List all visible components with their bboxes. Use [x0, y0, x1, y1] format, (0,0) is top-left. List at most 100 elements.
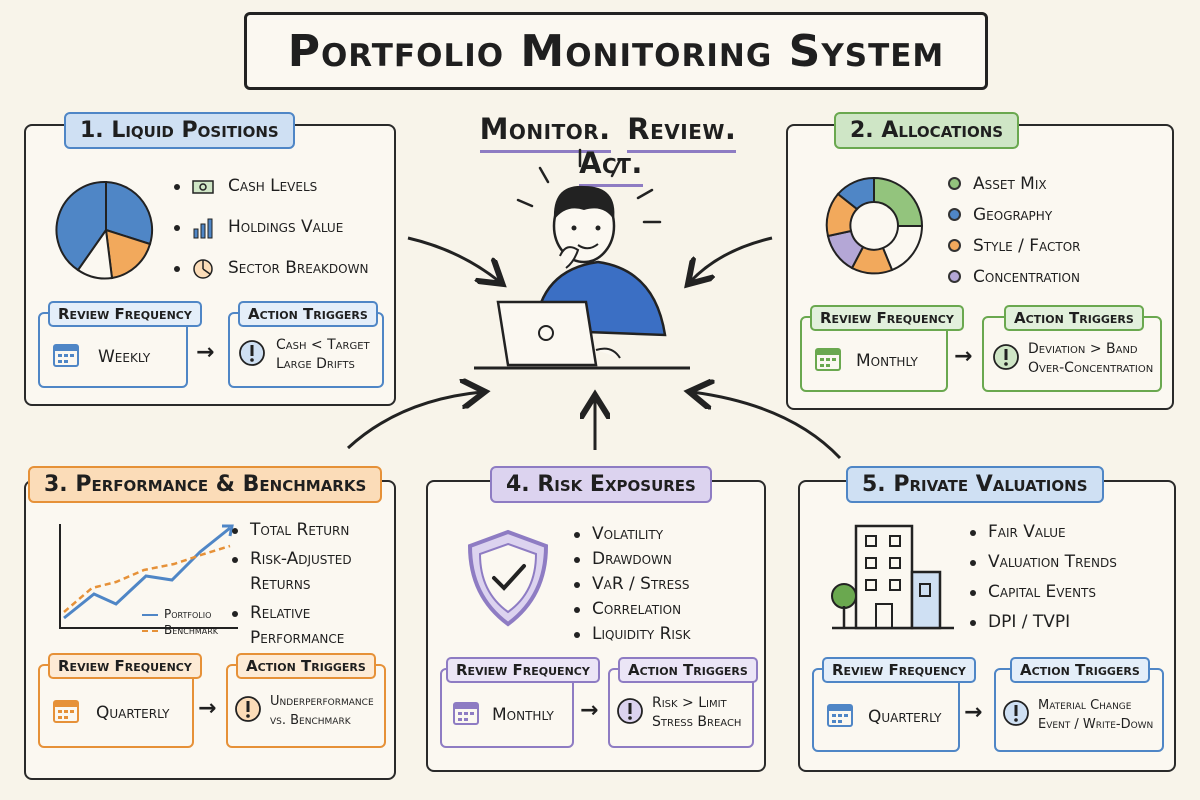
chart-legend: Portfolio Benchmark: [142, 606, 218, 638]
panel-risk-exposures: 4. Risk Exposures Volatility Drawdown Va…: [426, 466, 766, 772]
review-frequency-value: Monthly: [492, 704, 554, 725]
legend-benchmark: Benchmark: [142, 622, 218, 638]
list-item: Holdings Value: [174, 215, 368, 240]
list-item: Capital Events: [970, 580, 1117, 605]
trigger-item: Material Change: [1038, 698, 1132, 713]
review-frequency-label: Review Frequency: [48, 653, 202, 679]
shield-check-icon: [467, 529, 549, 627]
action-triggers-card: Action Triggers Risk > Limit Stress Brea…: [608, 657, 758, 748]
trigger-item: Event / Write-Down: [1038, 717, 1154, 732]
list-item: DPI / TVPI: [970, 610, 1117, 635]
review-frequency-label: Review Frequency: [446, 657, 600, 683]
arrow-from-allocations: [690, 236, 773, 282]
review-frequency-card: Review Frequency Weekly: [38, 301, 202, 388]
review-frequency-value: Monthly: [856, 350, 918, 371]
trigger-item: Over-Concentration: [1028, 360, 1154, 376]
review-frequency-value: Quarterly: [96, 702, 170, 723]
bar-chart-icon: [192, 217, 214, 239]
calendar-icon: [52, 340, 80, 373]
list-item: Geography: [948, 203, 1081, 228]
list-item: Sector Breakdown: [174, 256, 368, 281]
tab-liquid-positions: 1. Liquid Positions: [64, 112, 295, 149]
arrow-right-icon: →: [580, 698, 599, 723]
list-item: Valuation Trends: [970, 550, 1117, 575]
list-item: Cash Levels: [174, 174, 368, 199]
action-triggers-card: Action Triggers Deviation > Band Over-Co…: [982, 305, 1162, 392]
panel-private-valuations: 5. Private Valuations Fair Value Valuati…: [798, 466, 1176, 772]
calendar-icon: [452, 698, 480, 731]
trigger-item: Risk > Limit: [652, 695, 727, 711]
title-box: Portfolio Monitoring System: [244, 12, 988, 90]
risk-bullets: Volatility Drawdown VaR / Stress Correla…: [574, 522, 690, 647]
list-item: Concentration: [948, 265, 1081, 290]
review-frequency-value: Weekly: [98, 346, 151, 367]
alert-icon: [616, 697, 644, 730]
action-triggers-label: Action Triggers: [236, 653, 376, 679]
review-frequency-value: Quarterly: [868, 706, 942, 727]
list-item: Fair Value: [970, 520, 1117, 545]
action-triggers-label: Action Triggers: [1004, 305, 1144, 331]
arrow-right-icon: →: [954, 344, 973, 369]
panel-liquid-positions: 1. Liquid Positions Cash Levels Holdings…: [24, 112, 396, 406]
calendar-icon: [52, 696, 80, 729]
review-frequency-label: Review Frequency: [810, 305, 964, 331]
trigger-item: Cash < Target: [276, 337, 370, 353]
review-frequency-label: Review Frequency: [822, 657, 976, 683]
arrow-right-icon: →: [964, 700, 983, 725]
tagline: Monitor. Review. Act.: [448, 112, 768, 187]
tagline-act: Act.: [579, 146, 643, 187]
trigger-item: Underperformance: [270, 694, 374, 709]
action-triggers-card: Action Triggers Material Change Event / …: [994, 657, 1164, 752]
alert-icon: [992, 343, 1020, 376]
list-item: Liquidity Risk: [574, 622, 690, 647]
panel-allocations: 2. Allocations Asset Mix Geography Style…: [786, 112, 1174, 410]
tab-performance-benchmarks: 3. Performance & Benchmarks: [28, 466, 383, 503]
review-frequency-label: Review Frequency: [48, 301, 202, 327]
action-triggers-card: Action Triggers Underperformance vs. Ben…: [226, 653, 386, 748]
alert-icon: [238, 339, 266, 372]
liquid-bullets: Cash Levels Holdings Value Sector Breakd…: [174, 174, 368, 281]
arrow-right-icon: →: [198, 696, 217, 721]
list-item: Volatility: [574, 522, 690, 547]
list-item: Total Return: [232, 518, 352, 543]
donut-chart-icon: [825, 176, 924, 275]
pie-chart-icon: [55, 180, 154, 280]
tab-allocations: 2. Allocations: [834, 112, 1020, 149]
trigger-item: Deviation > Band: [1028, 341, 1138, 357]
action-triggers-card: Action Triggers Cash < Target Large Drif…: [228, 301, 384, 388]
action-triggers-label: Action Triggers: [1010, 657, 1150, 683]
arrow-right-icon: →: [196, 340, 215, 365]
tab-private-valuations: 5. Private Valuations: [846, 466, 1104, 503]
list-item: VaR / Stress: [574, 572, 690, 597]
action-triggers-label: Action Triggers: [618, 657, 758, 683]
list-item: Drawdown: [574, 547, 690, 572]
trigger-item: Stress Breach: [652, 714, 742, 730]
page-title: Portfolio Monitoring System: [287, 25, 945, 77]
arrow-from-liquid: [407, 236, 500, 282]
pie-slice-icon: [192, 258, 214, 280]
review-frequency-card: Review Frequency Quarterly: [38, 653, 202, 748]
review-frequency-card: Review Frequency Monthly: [800, 305, 964, 392]
calendar-icon: [814, 344, 842, 377]
trigger-item: Large Drifts: [276, 356, 355, 372]
building-icon: [831, 524, 954, 630]
line-chart-icon: [59, 524, 238, 629]
tagline-monitor: Monitor.: [479, 112, 611, 153]
list-item: Returns: [250, 574, 311, 594]
tagline-review: Review.: [627, 112, 737, 153]
list-item: Correlation: [574, 597, 690, 622]
list-item: Relative: [232, 601, 352, 626]
legend-portfolio: Portfolio: [142, 606, 218, 622]
tab-risk-exposures: 4. Risk Exposures: [490, 466, 712, 503]
list-item: Asset Mix: [948, 172, 1081, 197]
list-item: Risk-Adjusted: [232, 547, 352, 572]
review-frequency-card: Review Frequency Quarterly: [812, 657, 976, 752]
calendar-icon: [826, 700, 854, 733]
allocations-bullets: Asset Mix Geography Style / Factor Conce…: [948, 172, 1081, 290]
list-item: Style / Factor: [948, 234, 1081, 259]
panel-performance-benchmarks: 3. Performance & Benchmarks Portfolio Be…: [24, 466, 396, 780]
review-frequency-card: Review Frequency Monthly: [440, 657, 600, 748]
private-bullets: Fair Value Valuation Trends Capital Even…: [970, 520, 1117, 635]
action-triggers-label: Action Triggers: [238, 301, 378, 327]
alert-icon: [1002, 699, 1030, 732]
